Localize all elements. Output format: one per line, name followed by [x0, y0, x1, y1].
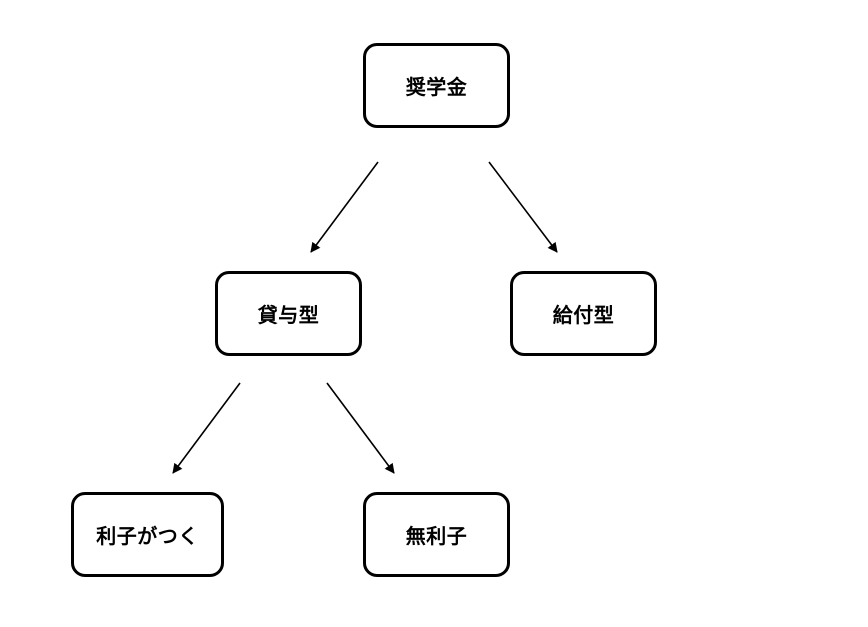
edge-loan-to-no-interest: [326, 382, 395, 474]
edge-root-to-loan: [310, 161, 379, 253]
node-loan-type: 貸与型: [215, 271, 362, 356]
node-scholarship: 奨学金: [363, 43, 510, 128]
node-with-interest-label: 利子がつく: [96, 524, 199, 548]
edge-root-to-grant: [488, 161, 558, 253]
node-loan-type-label: 貸与型: [257, 303, 320, 327]
node-with-interest: 利子がつく: [71, 492, 224, 577]
node-interest-free-label: 無利子: [405, 524, 468, 548]
node-grant-type-label: 給付型: [552, 303, 615, 327]
node-grant-type: 給付型: [510, 271, 657, 356]
node-scholarship-label: 奨学金: [405, 75, 468, 99]
node-interest-free: 無利子: [363, 492, 510, 577]
edge-loan-to-interest: [172, 382, 241, 474]
